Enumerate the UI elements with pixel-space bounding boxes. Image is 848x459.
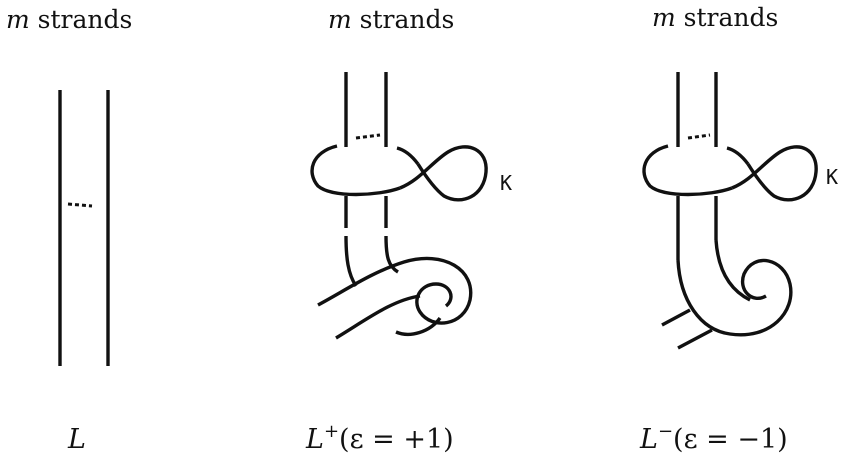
panel-3-caption-sup: − [658,421,673,442]
panel-1-caption: L [67,424,86,455]
panel-L-minus: m strands K L−(ε = −1) [639,3,838,455]
panel-3-tail-upper [661,308,691,327]
panel-3-header: m strands [652,3,778,32]
panel-3-header-symbol: m [652,3,676,32]
panel-2-knot-label: K [500,171,512,195]
panel-3-caption: L−(ε = −1) [639,421,788,455]
panel-3-loop-back-right [726,146,750,166]
panel-L: m strands L [6,5,132,455]
panel-2-header: m strands [328,5,454,34]
panel-1-strand-ellipsis [67,202,93,208]
panel-2-loop-back-right [396,146,420,166]
panel-3-header-text: strands [676,3,779,32]
panel-1-header: m strands [6,5,132,34]
panel-3-knot-lobe [731,145,818,202]
panel-3-loop-front [642,144,733,197]
panel-3-curl-inner [714,239,751,302]
panel-3-tail-lower [677,328,713,350]
panel-3-knot-label: K [826,165,838,189]
panel-1-header-symbol: m [6,5,30,34]
panel-2-header-text: strands [352,5,455,34]
panel-1-caption-main: L [67,424,86,455]
panel-2-caption-main: L [305,424,324,455]
panel-2-caption-sup: + [324,421,339,442]
panel-2-curl-tail [335,294,421,340]
panel-2-caption: L+(ε = +1) [305,421,454,455]
panel-2-curl-outer [317,256,473,325]
panel-3-curl-outer [676,258,793,337]
panel-2-strand-left-low [344,235,358,287]
panel-2-loop-front [310,144,401,197]
panel-2-strand-ellipsis [355,133,381,140]
panel-2-caption-rest: (ε = +1) [339,424,454,455]
panel-L-plus: m strands K L+(ε = +1) [305,5,512,455]
panel-2-curl-inner [395,316,442,337]
panel-2-knot-lobe [399,145,488,202]
panel-3-strand-ellipsis [687,133,711,140]
panel-2-strand-right-low [384,235,399,274]
panel-1-header-text: strands [30,5,133,34]
panel-2-header-symbol: m [328,5,352,34]
panel-3-caption-main: L [639,424,658,455]
panel-3-caption-rest: (ε = −1) [673,424,788,455]
